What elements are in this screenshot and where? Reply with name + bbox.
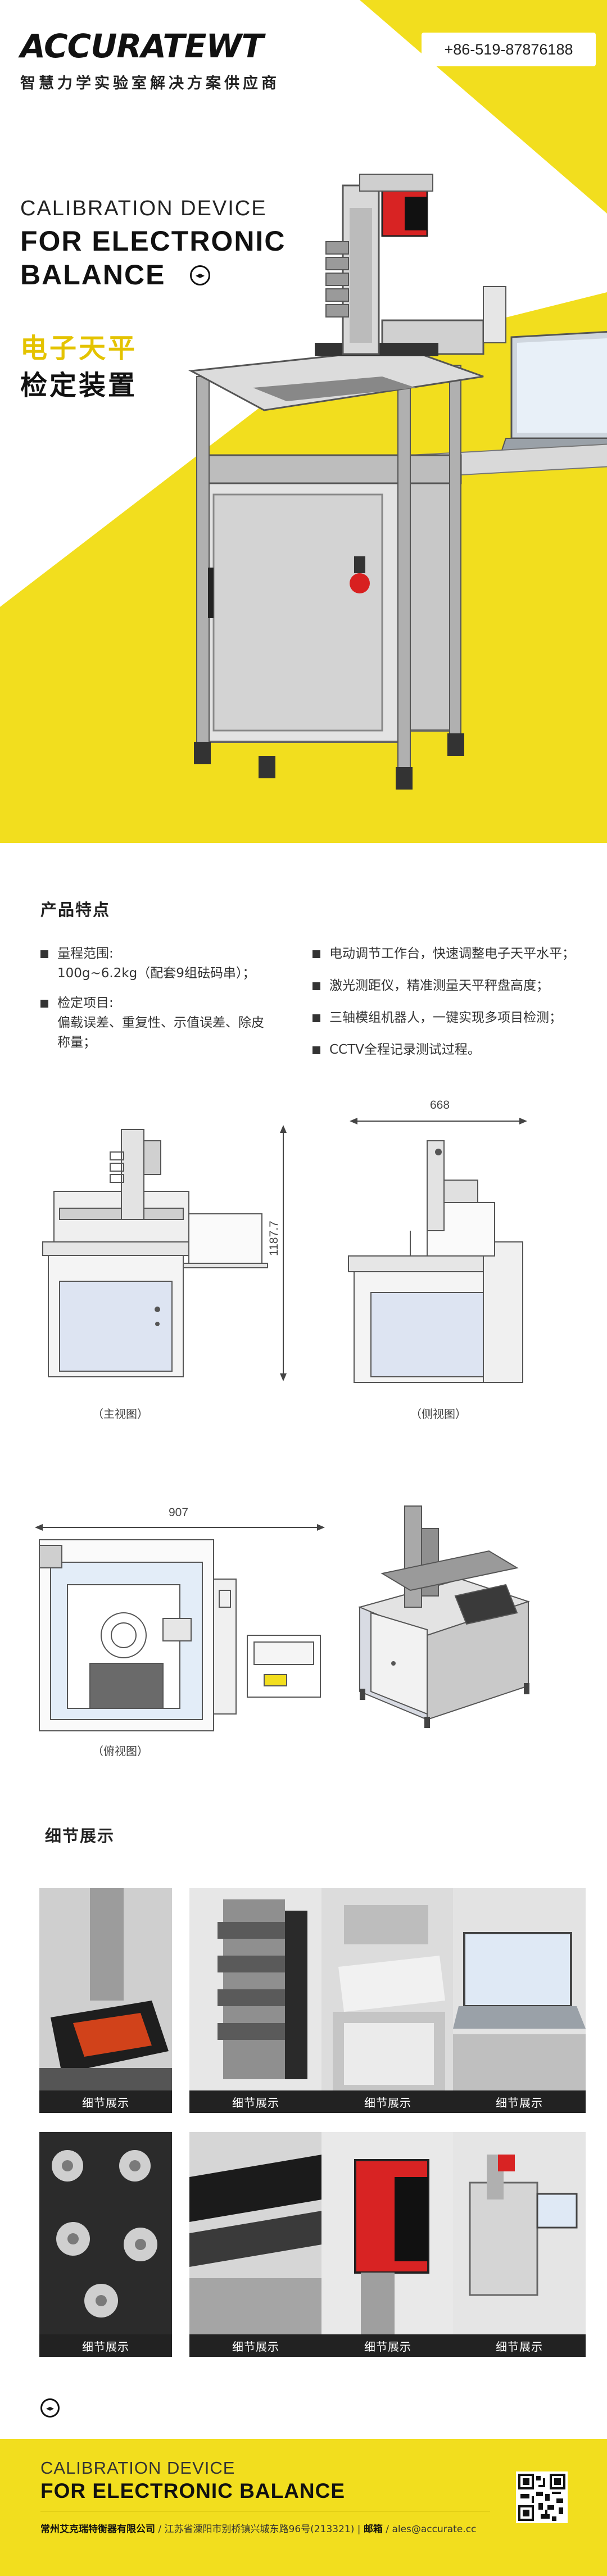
- footer-company: 常州艾克瑞特衡器有限公司: [40, 2524, 155, 2535]
- top-width-dimension: 907: [169, 1506, 189, 1519]
- hero-title-line2: FOR ELECTRONIC: [20, 225, 286, 257]
- feature-item: 三轴模组机器人，一键实现多项目检测；: [312, 1008, 594, 1028]
- hero-cn-title-line1: 电子天平: [20, 333, 138, 364]
- side-width-dimension-line: [350, 1118, 527, 1124]
- detail-caption: 细节展示: [39, 2334, 172, 2357]
- scroll-arrows-icon[interactable]: ◂▸: [190, 265, 210, 285]
- phone-number[interactable]: +86-519-87876188: [422, 33, 596, 66]
- footer-title-line2: FOR ELECTRONIC BALANCE: [40, 2479, 346, 2502]
- detail-caption: 细节展示: [453, 2090, 586, 2113]
- front-view-caption: （主视图）: [92, 1407, 148, 1421]
- feature-text: 电动调节工作台，快速调整电子天平水平；: [329, 946, 575, 961]
- footer-separator: /: [386, 2524, 392, 2535]
- detail-image: [39, 2132, 172, 2334]
- detail-caption: 细节展示: [189, 2334, 322, 2357]
- feature-text: 检定项目:: [57, 996, 114, 1010]
- feature-text: CCTV全程记录测试过程。: [329, 1042, 481, 1057]
- feature-text: 量程范围:: [57, 946, 114, 961]
- detail-image: [39, 1888, 172, 2090]
- detail-caption: 细节展示: [321, 2334, 454, 2357]
- detail-tile-2[interactable]: 细节展示: [189, 1888, 322, 2113]
- detail-image: [189, 1888, 322, 2090]
- features-left-column: 量程范围: 100g~6.2kg（配套9组砝码串）； 检定项目: 偏载误差、重复…: [40, 944, 305, 1063]
- features-right-column: 电动调节工作台，快速调整电子天平水平； 激光测距仪，精准测量天平秤盘高度； 三轴…: [312, 944, 594, 1072]
- detail-image: [453, 1888, 586, 2090]
- feature-item: 电动调节工作台，快速调整电子天平水平；: [312, 944, 594, 964]
- detail-tile-7[interactable]: 细节展示: [321, 2132, 454, 2357]
- top-view-caption: （俯视图）: [92, 1744, 148, 1758]
- detail-image: [453, 2132, 586, 2334]
- detail-caption: 细节展示: [453, 2334, 586, 2357]
- feature-item: CCTV全程记录测试过程。: [312, 1040, 594, 1060]
- feature-item: 量程范围: 100g~6.2kg（配套9组砝码串）；: [40, 944, 305, 983]
- details-title: 细节展示: [45, 1826, 115, 1845]
- brand-block: ACCURATEWT 智慧力学实验室解决方案供应商: [20, 29, 280, 93]
- feature-item: 激光测距仪，精准测量天平秤盘高度；: [312, 976, 594, 996]
- detail-image: [321, 2132, 454, 2334]
- scroll-arrows-icon[interactable]: ◂▸: [40, 2398, 60, 2418]
- detail-caption: 细节展示: [189, 2090, 322, 2113]
- front-view-drawing: [42, 1129, 268, 1377]
- feature-text: 三轴模组机器人，一键实现多项目检测；: [329, 1010, 562, 1025]
- detail-tile-8[interactable]: 细节展示: [453, 2132, 586, 2357]
- hero-title-line1: CALIBRATION DEVICE: [20, 197, 267, 220]
- footer-separator: /: [158, 2524, 165, 2535]
- qr-code-icon[interactable]: [516, 2471, 568, 2523]
- footer-separator: |: [357, 2524, 364, 2535]
- isometric-view-drawing: [357, 1505, 531, 1728]
- side-view-caption: （侧视图）: [410, 1407, 466, 1421]
- brand-logo[interactable]: ACCURATEWT: [20, 27, 264, 65]
- feature-item: 检定项目: 偏载误差、重复性、示值误差、除皮 称量；: [40, 994, 305, 1053]
- feature-text: 称量；: [57, 1035, 96, 1050]
- footer-email-label: 邮箱: [363, 2524, 383, 2535]
- top-view-drawing: [39, 1539, 321, 1731]
- hero-machine-illustration: [188, 174, 607, 790]
- footer-contact: 常州艾克瑞特衡器有限公司 / 江苏省溧阳市别桥镇兴城东路96号(213321) …: [40, 2521, 476, 2535]
- detail-tile-4[interactable]: 细节展示: [453, 1888, 586, 2113]
- features-title: 产品特点: [40, 900, 111, 919]
- detail-tile-5[interactable]: 细节展示: [39, 2132, 172, 2357]
- hero-cn-title-line2: 检定装置: [20, 370, 138, 401]
- feature-text: 偏载误差、重复性、示值误差、除皮: [57, 1015, 264, 1030]
- height-dimension-line: [280, 1125, 287, 1381]
- height-dimension: 1187.7: [268, 1221, 280, 1256]
- footer-email[interactable]: ales@accurate.cc: [392, 2524, 477, 2535]
- detail-image: [189, 2132, 322, 2334]
- hero-banner: ACCURATEWT 智慧力学实验室解决方案供应商 +86-519-878761…: [0, 0, 607, 843]
- footer-address: 江苏省溧阳市别桥镇兴城东路96号(213321): [164, 2524, 355, 2535]
- footer: CALIBRATION DEVICE FOR ELECTRONIC BALANC…: [0, 2439, 607, 2576]
- laptop-icon: [499, 331, 607, 456]
- detail-image: [321, 1888, 454, 2090]
- detail-caption: 细节展示: [39, 2090, 172, 2113]
- top-width-dimension-line: [35, 1524, 325, 1531]
- feature-text: 激光测距仪，精准测量天平秤盘高度；: [329, 978, 549, 993]
- detail-tile-6[interactable]: 细节展示: [189, 2132, 322, 2357]
- brand-tagline: 智慧力学实验室解决方案供应商: [20, 75, 280, 92]
- footer-title-line1: CALIBRATION DEVICE: [40, 2458, 235, 2478]
- feature-text: 100g~6.2kg（配套9组砝码串）；: [57, 966, 256, 981]
- detail-caption: 细节展示: [321, 2090, 454, 2113]
- hero-title-line3: BALANCE: [20, 259, 166, 291]
- side-width-dimension: 668: [430, 1099, 450, 1112]
- detail-tile-1[interactable]: 细节展示: [39, 1888, 172, 2113]
- detail-tile-3[interactable]: 细节展示: [321, 1888, 454, 2113]
- side-view-drawing: [348, 1140, 523, 1383]
